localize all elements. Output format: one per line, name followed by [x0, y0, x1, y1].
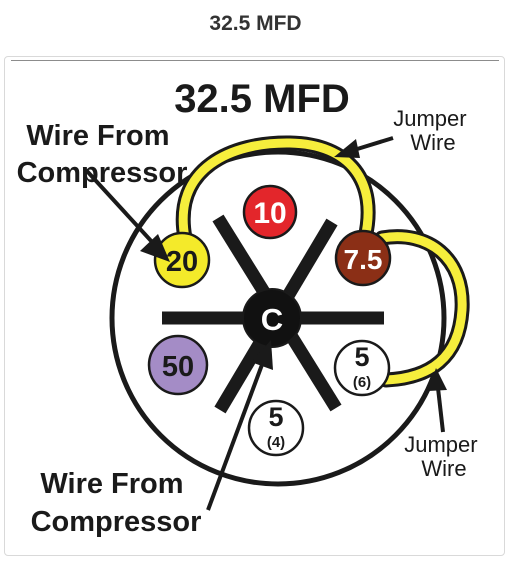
- label-jumper-wire-top: Jumper Wire: [393, 106, 472, 155]
- terminal-5-6-sub: (6): [353, 374, 371, 391]
- page-title: 32.5 MFD: [209, 12, 302, 35]
- terminal-5-6: 5 (6): [333, 339, 391, 397]
- terminal-20: 20: [153, 231, 211, 289]
- arrow-to-terminal-common: [206, 361, 265, 511]
- label-jumper-wire-right: Jumper Wire: [404, 432, 483, 481]
- arrow-to-jumper-right: [436, 387, 445, 433]
- terminal-common-label: C: [261, 302, 283, 337]
- terminal-10: 10: [242, 184, 298, 240]
- label-wire-from-compressor-top: Wire From Compressor: [17, 120, 188, 189]
- terminal-5-4-sub: (4): [267, 434, 285, 451]
- jumper-wire-top: [178, 138, 373, 243]
- card-divider: [11, 60, 499, 61]
- terminal-10-label: 10: [253, 197, 286, 230]
- arrow-to-jumper-top: [353, 136, 394, 152]
- terminal-5-6-label: 5: [354, 342, 369, 372]
- arrow-head-terminal-common: [251, 340, 273, 370]
- arrow-head-terminal-20: [140, 234, 170, 262]
- terminal-20-label: 20: [166, 246, 198, 278]
- terminal-common: C: [242, 288, 302, 348]
- diagram-heading: 32.5 MFD: [174, 77, 350, 121]
- arrow-to-terminal-20: [84, 168, 155, 245]
- terminal-50: 50: [147, 334, 209, 396]
- terminal-5-4: 5 (4): [247, 399, 305, 457]
- terminal-7-5: 7.5: [334, 229, 392, 287]
- arrow-head-jumper-top: [334, 139, 360, 158]
- terminal-5-4-label: 5: [268, 402, 283, 432]
- jumper-wire-right: [377, 232, 467, 385]
- terminal-7-5-label: 7.5: [344, 244, 383, 275]
- terminal-50-label: 50: [162, 351, 194, 383]
- callout-arrows: [84, 136, 447, 511]
- arrow-head-jumper-right: [428, 368, 447, 391]
- label-wire-from-compressor-bottom: Wire From Compressor: [31, 468, 202, 538]
